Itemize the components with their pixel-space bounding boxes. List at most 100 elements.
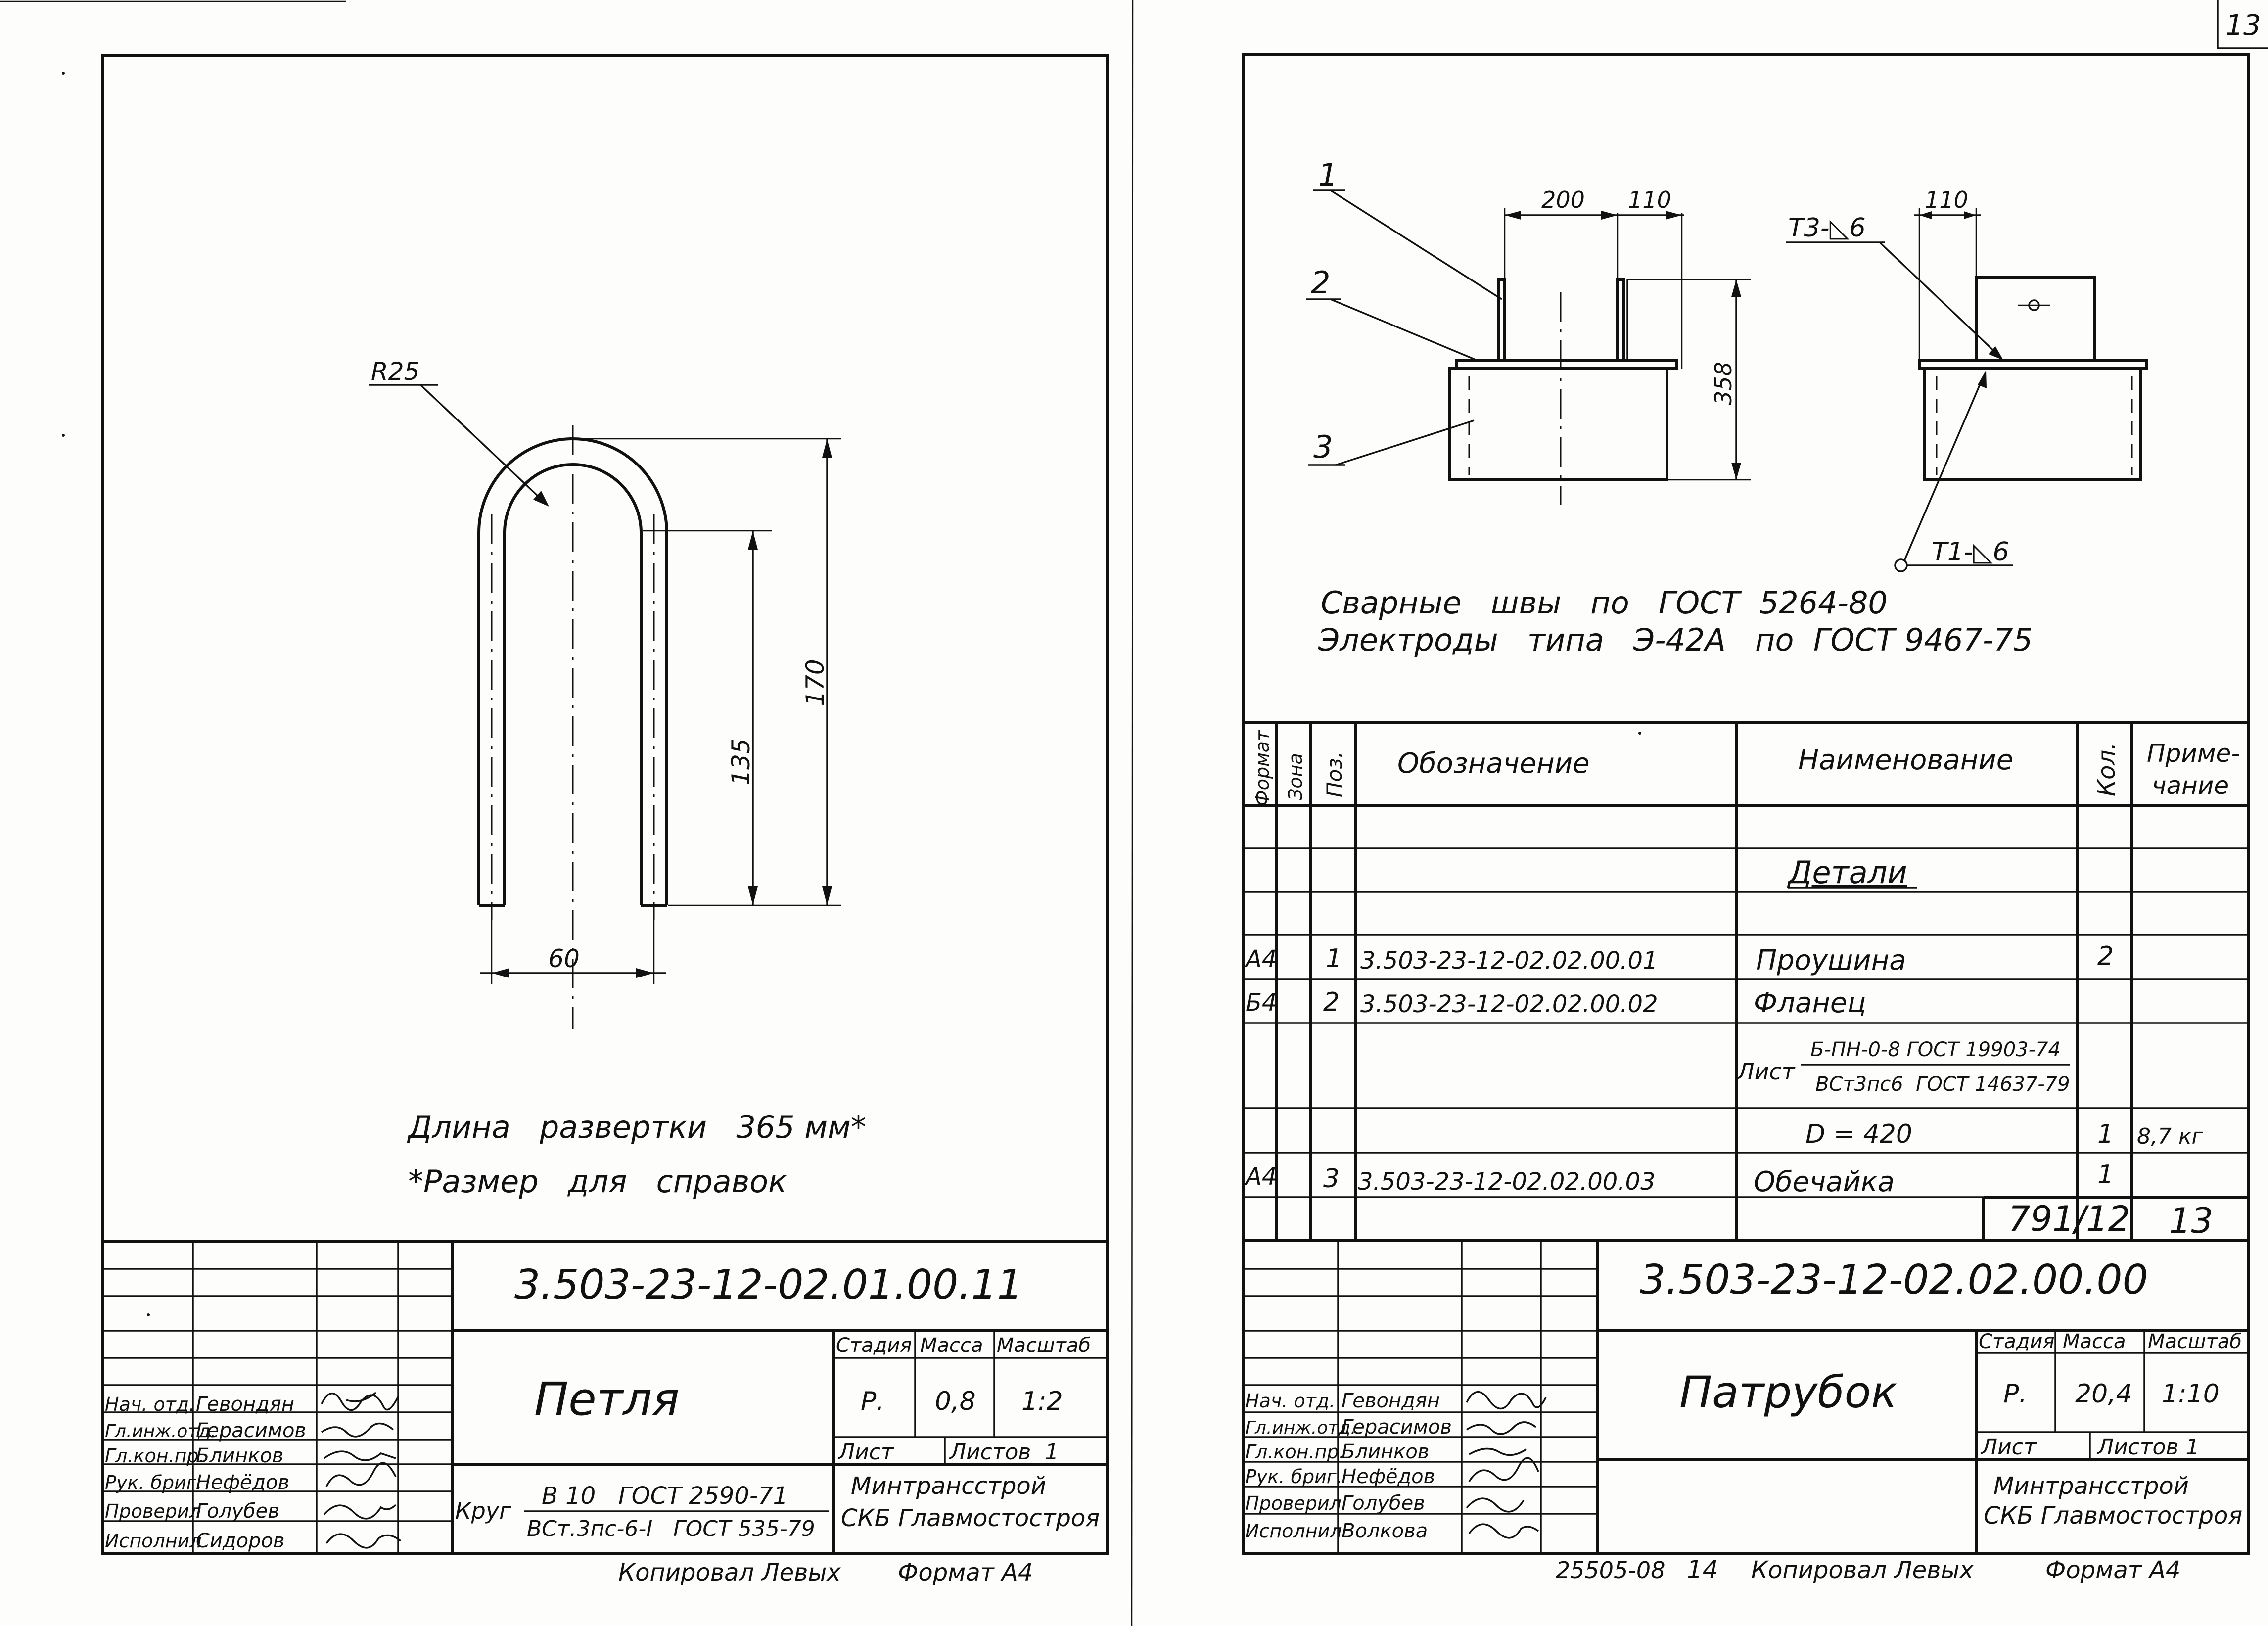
dim-200-arrow-right bbox=[1601, 211, 1618, 220]
corner-sheet-number: 13 bbox=[2225, 9, 2261, 42]
fold-line bbox=[1131, 0, 1134, 1626]
spec-row-2-designation: 3.503-23-12-02.02.00.02 bbox=[1360, 990, 1658, 1018]
left-sig-name-3: Нефёдов bbox=[196, 1471, 289, 1494]
spec-row-1-name: Проушина bbox=[1756, 944, 1906, 977]
spec-row-1-designation: 3.503-23-12-02.02.00.01 bbox=[1360, 947, 1658, 975]
spec-section-title: Детали bbox=[1787, 854, 1907, 890]
spec-header-format: Формат bbox=[1251, 729, 1273, 806]
right-sig-role-1: Гл.инж.отд. bbox=[1245, 1418, 1356, 1438]
right-mass-value: 20,4 bbox=[2075, 1379, 2132, 1409]
right-footer-archive: 25505-08 bbox=[1556, 1557, 1665, 1583]
spec-row-3-designation: 3.503-23-12-02.02.00.03 bbox=[1358, 1168, 1656, 1196]
signature-scribble bbox=[325, 1462, 397, 1487]
spec-flange-material-line2: ВСт3пс6 ГОСТ 14637-79 bbox=[1815, 1073, 2070, 1096]
right-designation: 3.503-23-12-02.02.00.00 bbox=[1640, 1256, 2148, 1303]
dim-60-label: 60 bbox=[548, 944, 580, 973]
signature-scribble bbox=[1469, 1447, 1527, 1456]
spec-flange-note: 8,7 кг bbox=[2137, 1124, 2204, 1149]
stamp-sheet: 13 bbox=[2169, 1201, 2213, 1241]
spec-row-3-pos: 3 bbox=[1323, 1164, 1340, 1194]
right-title-block: Нач. отд. Гевондян Гл.инж.отд. Герасимов… bbox=[1242, 1241, 2248, 1553]
right-sheets-count: Листов 1 bbox=[2096, 1435, 2199, 1460]
stray-dot bbox=[147, 1313, 150, 1316]
right-org-line1: Минтрансстрой bbox=[1993, 1472, 2189, 1500]
left-sig-role-2: Гл.кон.пр. bbox=[105, 1445, 205, 1467]
right-stage-value: Р. bbox=[2003, 1379, 2027, 1409]
spec-flange-material-line1: Б-ПН-0-8 ГОСТ 19903-74 bbox=[1810, 1038, 2061, 1061]
side-view: 110 Т3-◺6 Т1-◺6 bbox=[1786, 186, 2148, 572]
dim-60-arrow-left bbox=[492, 968, 509, 978]
left-note-line1: Длина развертки 365 мм* bbox=[407, 1109, 866, 1145]
spec-row-3-format: А4 bbox=[1244, 1163, 1277, 1191]
stray-dot bbox=[62, 434, 65, 437]
right-sig-role-2: Гл.кон.пр. bbox=[1245, 1441, 1345, 1463]
right-sig-name-5: Волкова bbox=[1342, 1520, 1428, 1542]
front-view: 200 110 358 1 2 3 bbox=[1306, 157, 1751, 505]
left-material-prefix: Круг bbox=[455, 1497, 511, 1524]
right-sig-role-3: Рук. бриг. bbox=[1245, 1466, 1342, 1488]
left-note-line2: *Размер для справок bbox=[408, 1163, 787, 1200]
lug-left-front bbox=[1497, 278, 1506, 362]
loop-drawing: R25 170 135 60 bbox=[369, 357, 841, 1029]
left-sig-role-5: Исполнил bbox=[105, 1530, 202, 1552]
dim-135-label: 135 bbox=[727, 738, 755, 785]
right-sig-role-5: Исполнил bbox=[1245, 1520, 1342, 1542]
left-sheets-count: Листов 1 bbox=[949, 1440, 1059, 1465]
shell-front bbox=[1448, 367, 1668, 481]
signature-scribble bbox=[1466, 1421, 1537, 1435]
weld-t3-arrow bbox=[1989, 346, 2003, 360]
right-note-line1: Сварные швы по ГОСТ 5264-80 bbox=[1321, 585, 1888, 621]
left-mass-header: Масса bbox=[920, 1334, 983, 1357]
right-sig-role-0: Нач. отд. bbox=[1245, 1390, 1335, 1412]
dim-358-arrow-top bbox=[1731, 279, 1741, 297]
radius-arrowhead bbox=[533, 491, 549, 507]
spec-row-1-format: А4 bbox=[1244, 945, 1277, 973]
leader-2-label: 2 bbox=[1311, 265, 1330, 301]
leader-3-label: 3 bbox=[1313, 429, 1333, 465]
right-note-line2: Электроды типа Э-42А по ГОСТ 9467-75 bbox=[1318, 622, 2033, 658]
left-sheet-frame bbox=[101, 54, 1109, 1555]
spec-row-1-qty: 2 bbox=[2097, 941, 2114, 971]
dim-110-arrow-right bbox=[1666, 211, 1682, 220]
right-sig-role-4: Проверил bbox=[1245, 1492, 1342, 1514]
dim-358-arrow-bottom bbox=[1731, 463, 1741, 480]
spec-header-designation: Обозначение bbox=[1397, 747, 1590, 780]
spec-flange-material-prefix: Лист bbox=[1736, 1058, 1796, 1085]
left-material-line2: ВСт.3пс-6-I ГОСТ 535-79 bbox=[527, 1516, 815, 1541]
signature-scribble bbox=[1468, 1457, 1539, 1482]
left-part-name: Петля bbox=[534, 1373, 680, 1426]
left-title-block: Нач. отд. Гевондян Гл.инж.отд. Герасимов… bbox=[103, 1240, 1107, 1553]
left-footer-format: Формат А4 bbox=[898, 1559, 1033, 1586]
dim-170-arrow-top bbox=[822, 439, 832, 458]
dim-60-arrow-right bbox=[636, 968, 654, 978]
stamp-number: 791/12 bbox=[2008, 1199, 2130, 1239]
spec-row-2-pos: 2 bbox=[1323, 987, 1340, 1017]
leader-1-label: 1 bbox=[1318, 157, 1338, 193]
left-sig-name-5: Сидоров bbox=[196, 1530, 285, 1552]
spec-header-note-2: чание bbox=[2152, 771, 2229, 800]
dim-135-arrow-bottom bbox=[748, 886, 758, 905]
spec-header-pos: Поз. bbox=[1322, 751, 1346, 797]
right-scale-header: Масштаб bbox=[2148, 1330, 2242, 1353]
weld-t3-label: Т3-◺6 bbox=[1788, 213, 1866, 243]
right-footer-page: 14 bbox=[1687, 1555, 1718, 1584]
left-sig-role-3: Рук. бриг. bbox=[105, 1472, 202, 1493]
left-material-line1: В 10 ГОСТ 2590-71 bbox=[542, 1482, 788, 1510]
lug-right-front bbox=[1616, 278, 1625, 362]
left-sig-name-0: Гевондян bbox=[196, 1393, 294, 1416]
dim-200-label: 200 bbox=[1541, 186, 1585, 213]
left-designation: 3.503-23-12-02.01.00.11 bbox=[514, 1261, 1023, 1308]
dim-135-arrow-top bbox=[748, 531, 758, 550]
left-sig-role-4: Проверил bbox=[105, 1500, 201, 1522]
signature-scribble bbox=[321, 1392, 399, 1411]
right-stage-header: Стадия bbox=[1979, 1330, 2054, 1353]
spec-flange-qty: 1 bbox=[2097, 1119, 2114, 1149]
spec-header-name: Наименование bbox=[1798, 744, 2013, 776]
right-sheet-label: Лист bbox=[1980, 1435, 2037, 1460]
weld-t1-label: Т1-◺6 bbox=[1932, 537, 2009, 567]
weld-t1-circle bbox=[1894, 558, 1908, 572]
signature-scribble bbox=[1466, 1391, 1547, 1410]
radius-leader-arrow-line bbox=[419, 384, 543, 501]
stray-dot bbox=[1638, 732, 1641, 735]
